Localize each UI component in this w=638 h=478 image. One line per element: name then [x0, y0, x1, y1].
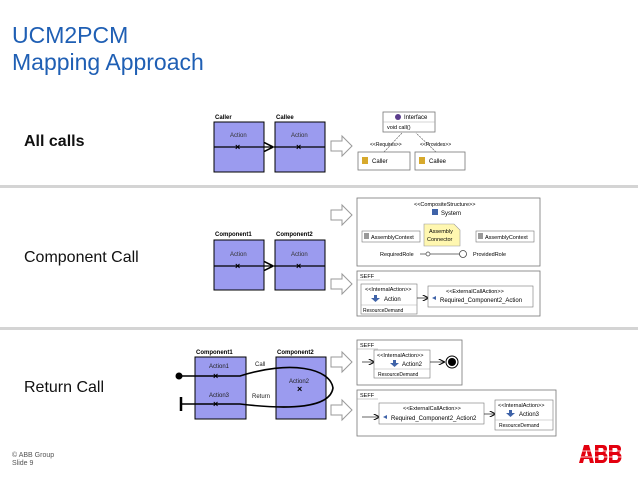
rc-required-component2-action2: Required_Component2_Action2 — [391, 416, 477, 422]
component2-label: Component2 — [276, 232, 313, 238]
context-icon — [478, 233, 483, 239]
required-component2-action: Required_Component2_Action — [440, 298, 522, 304]
responsibility-x-7: × — [213, 399, 218, 409]
rc-component1-label: Component1 — [196, 350, 233, 356]
external-call-label: <<ExternalCallAction>> — [446, 289, 504, 295]
rc-seff-label-2: SEFF — [360, 393, 375, 399]
caller-component-label: Caller — [372, 159, 388, 165]
ucm-return-call: Component1 Component2 Action1 Action2 Ac… — [175, 350, 334, 420]
c2-action-label: Action — [291, 252, 308, 258]
rc-resource-demand-1: ResourceDemand — [378, 372, 419, 378]
interface-operation: void call() — [387, 125, 411, 131]
assembly-context-2: AssemblyContext — [485, 235, 528, 241]
rc-component2-label: Component2 — [277, 350, 314, 356]
rc-external-call-label: <<ExternalCallAction>> — [403, 406, 461, 412]
rc-resource-demand-2: ResourceDemand — [499, 423, 540, 429]
provided-role-label: ProvidedRole — [473, 252, 506, 258]
action1-label: Action1 — [209, 364, 230, 370]
title-line-2: Mapping Approach — [12, 49, 204, 75]
mapping-arrow-1 — [330, 134, 353, 158]
required-role-label: RequiredRole — [380, 252, 414, 258]
rc-internal-action-label: <<InternalAction>> — [377, 353, 423, 359]
provides-label: <<Provides>> — [420, 142, 451, 148]
component1-label: Component1 — [215, 232, 252, 238]
call-label: Call — [255, 362, 265, 368]
system-icon — [432, 209, 438, 215]
mapping-arrow-4 — [330, 350, 353, 374]
pcm-seff-component-call: SEFF <<InternalAction>> Action ResourceD… — [356, 270, 541, 317]
responsibility-x-5: × — [213, 371, 218, 381]
action2-label: Action2 — [289, 379, 310, 385]
title-line-1: UCM2PCM — [12, 22, 129, 48]
callee-label: Callee — [276, 115, 294, 121]
rc-seff-label-1: SEFF — [360, 343, 375, 349]
composite-label: <<CompositeStructure>> — [414, 202, 475, 208]
ucm-component-call: Component1 Component2 Action Action × × — [213, 232, 326, 291]
divider-1 — [0, 185, 638, 188]
system-label: System — [441, 211, 461, 217]
required-role-socket — [425, 251, 431, 257]
seff-action-label: Action — [384, 297, 401, 303]
footer-copyright: © ABB Group — [12, 452, 55, 459]
action-icon — [506, 410, 515, 417]
mapping-arrow-3 — [330, 272, 353, 296]
assembly-context-1: AssemblyContext — [371, 235, 414, 241]
requires-label: <<Requires>> — [370, 142, 402, 148]
c1-action-label: Action — [230, 252, 247, 258]
interface-icon — [395, 114, 401, 120]
caller-component — [357, 151, 411, 171]
component-icon — [419, 157, 425, 164]
rc-internal-action-label-b: <<InternalAction>> — [498, 403, 544, 409]
rc-action3-label: Action3 — [519, 412, 540, 418]
pcm-seff-return-2: SEFF <<ExternalCallAction>> Required_Com… — [356, 389, 557, 437]
mapping-arrow-5 — [330, 398, 353, 422]
section-return-call: Return Call — [24, 379, 105, 396]
assembly-connector-line2: Connector — [427, 237, 453, 243]
responsibility-x-6: × — [297, 384, 302, 394]
pcm-interface-diagram: Interface void call() <<Requires>> <<Pro… — [357, 111, 466, 171]
stop-action-inner — [448, 358, 456, 366]
divider-2 — [0, 327, 638, 330]
callee-component-label: Callee — [429, 159, 447, 165]
section-all-calls: All calls — [24, 133, 85, 150]
caller-label: Caller — [215, 115, 232, 121]
rc-component1-box — [194, 356, 247, 420]
footer-slide-number: Slide 9 — [12, 460, 34, 467]
resource-demand-label: ResourceDemand — [363, 308, 404, 314]
context-icon — [364, 233, 369, 239]
callee-action-label: Action — [291, 133, 308, 139]
assembly-connector-line1: Assembly — [429, 229, 453, 235]
provided-role-ball — [459, 250, 467, 258]
responsibility-x-1: × — [235, 142, 240, 152]
mapping-arrow-2 — [330, 203, 353, 227]
return-label: Return — [252, 394, 270, 400]
seff-label: SEFF — [360, 274, 375, 280]
caller-action-label: Action — [230, 133, 247, 139]
pcm-composite-structure: <<CompositeStructure>> System AssemblyCo… — [356, 197, 541, 267]
action-icon — [390, 360, 399, 367]
rc-action2-label: Action2 — [402, 362, 423, 368]
return-call-path — [179, 366, 334, 408]
callee-component — [414, 151, 466, 171]
action3-label: Action3 — [209, 393, 230, 399]
assembly-connector-note — [423, 223, 461, 247]
abb-logo — [578, 445, 622, 463]
component2-box — [274, 239, 326, 291]
ucm-all-calls: Caller Callee Action Action × × — [213, 115, 326, 173]
responsibility-x-2: × — [296, 142, 301, 152]
external-call-icon — [383, 415, 387, 419]
responsibility-x-3: × — [235, 261, 240, 271]
pcm-seff-return-1: SEFF <<InternalAction>> Action2 Resource… — [356, 339, 463, 386]
action-icon — [371, 295, 380, 302]
external-call-icon — [432, 296, 436, 300]
internal-action-label: <<InternalAction>> — [365, 287, 411, 293]
responsibility-x-4: × — [296, 261, 301, 271]
section-component-call: Component Call — [24, 249, 139, 266]
component-icon — [362, 157, 368, 164]
interface-label: Interface — [404, 115, 428, 121]
